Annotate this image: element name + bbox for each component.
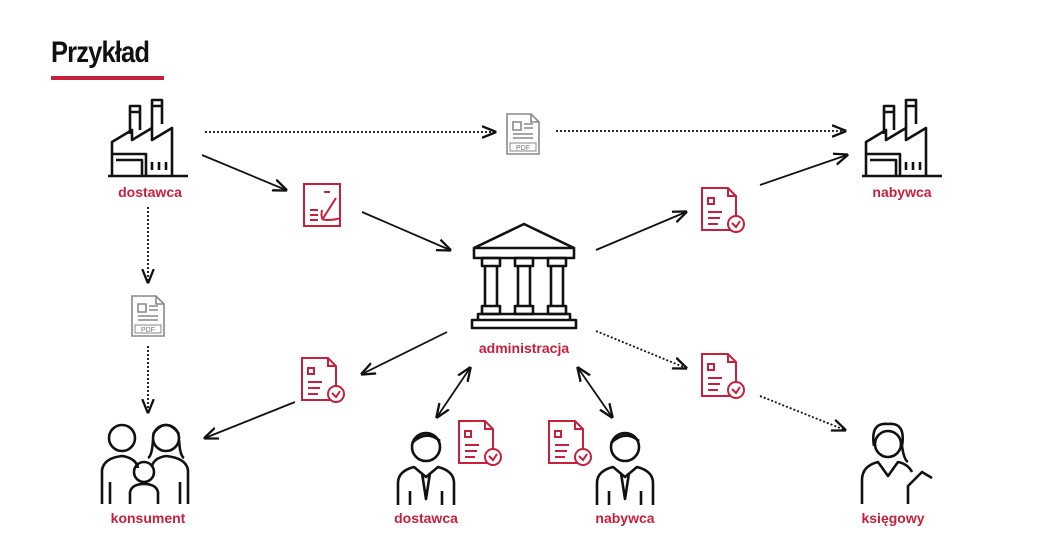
double-arrow-admin-buyer bbox=[578, 368, 612, 417]
svg-text:PDF: PDF bbox=[516, 145, 530, 152]
arrow-doc-to-buyer bbox=[759, 155, 847, 186]
family-icon bbox=[100, 423, 190, 504]
arrow-administration-to-doc-left bbox=[362, 331, 448, 374]
arrow-supplier-to-invoice bbox=[201, 154, 286, 190]
businessman-icon bbox=[396, 431, 456, 507]
accountant-icon bbox=[860, 422, 933, 504]
document-check-icon bbox=[301, 357, 345, 403]
pdf-icon: PDF bbox=[506, 113, 540, 155]
document-check-icon bbox=[701, 187, 745, 233]
document-check-icon bbox=[458, 420, 502, 466]
dotted-arrow-admin-to-doc bbox=[595, 330, 686, 368]
label-buyer-factory: nabywca bbox=[872, 184, 931, 200]
sign-document-icon bbox=[303, 183, 341, 227]
label-supplier-person: dostawca bbox=[394, 510, 458, 526]
document-check-icon bbox=[701, 353, 745, 399]
title-underline bbox=[51, 76, 164, 80]
factory-icon bbox=[106, 98, 190, 178]
document-check-icon bbox=[548, 420, 592, 466]
dotted-arrow-doc-to-accountant bbox=[759, 395, 845, 430]
label-buyer-person: nabywca bbox=[595, 510, 654, 526]
page-title: Przykład bbox=[51, 36, 150, 69]
arrow-administration-to-doc bbox=[595, 212, 686, 251]
pdf-icon: PDF bbox=[131, 295, 165, 337]
label-accountant: księgowy bbox=[861, 510, 924, 526]
arrow-invoice-to-administration bbox=[361, 211, 450, 250]
arrow-doc-to-consumer bbox=[205, 401, 296, 438]
double-arrow-admin-supplier bbox=[437, 368, 470, 417]
businessman-icon bbox=[595, 431, 655, 507]
svg-text:PDF: PDF bbox=[141, 327, 155, 334]
label-administration: administracja bbox=[479, 340, 569, 356]
label-consumer: konsument bbox=[111, 510, 186, 526]
government-building-icon bbox=[470, 222, 578, 330]
label-supplier-factory: dostawca bbox=[118, 184, 182, 200]
factory-icon bbox=[860, 98, 944, 178]
